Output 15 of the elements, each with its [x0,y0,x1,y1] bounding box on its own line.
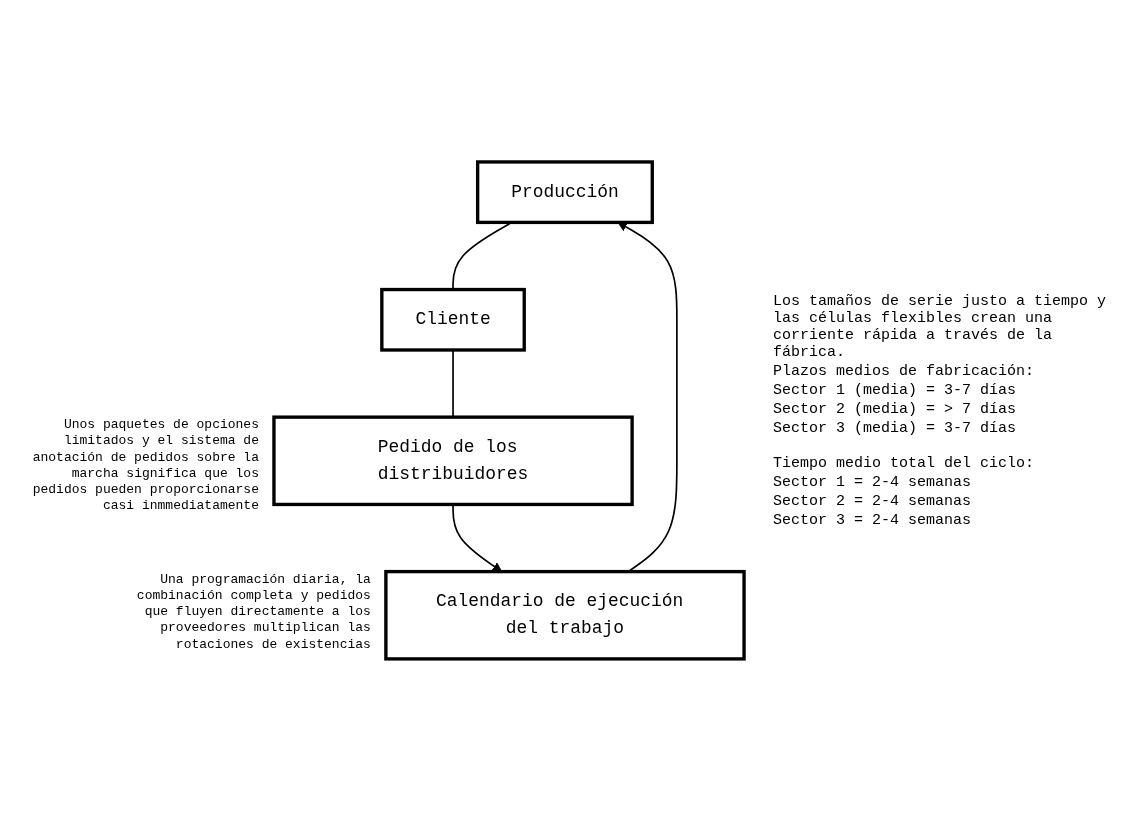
node-box: Pedido de los distribuidores [272,415,634,507]
note-text: Sector 1 (media) = 3-7 días [773,381,1018,399]
note-text: Tiempo medio total del ciclo: [773,454,1036,472]
note-text: Unos paquetes de opciones limitados y el sistema de anotación de pedidos sobre la marcha significa que los pedidos pueden proporcionarse casi inmmediatamente [31,417,259,515]
node-box: Producción [475,160,654,225]
note-text: Los tamaños de serie justo a tiempo y las células flexibles crean una corriente rápida a través de la fábrica. [773,292,1108,361]
note-text: Sector 3 (media) = 3-7 días [773,419,1018,437]
note-text: Sector 2 = 2-4 semanas [773,492,973,510]
node-box: Cliente [380,287,526,352]
note-text: Sector 1 = 2-4 semanas [773,473,973,491]
node-box: Calendario de ejecución del trabajo [384,570,746,661]
note-text: Sector 3 = 2-4 semanas [773,511,973,529]
note-text: Sector 2 (media) = > 7 días [773,400,1018,418]
note-text: Una programación diaria, la combinación completa y pedidos que fluyen directamente a los proveedores multiplican las rotaciones de existencias [135,571,371,653]
note-text: Plazos medios de fabricación: [773,362,1036,380]
